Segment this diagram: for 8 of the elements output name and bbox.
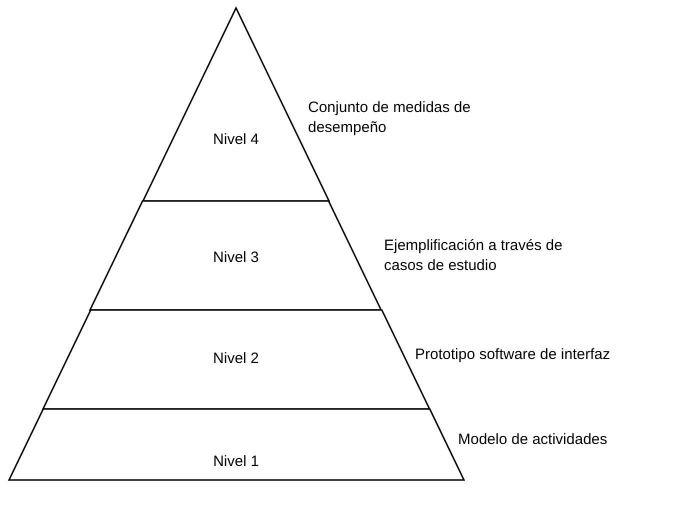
level-description: Prototipo software de interfaz: [415, 345, 610, 365]
level-label: Nivel 4: [213, 131, 259, 149]
level-description: Ejemplificación a través de casos de estudio: [384, 236, 564, 276]
level-label: Nivel 2: [213, 350, 259, 368]
level-label: Nivel 1: [213, 453, 259, 471]
level-description: Conjunto de medidas de desempeño: [308, 98, 472, 138]
level-description: Modelo de actividades: [458, 430, 608, 450]
level-label: Nivel 3: [213, 249, 259, 267]
